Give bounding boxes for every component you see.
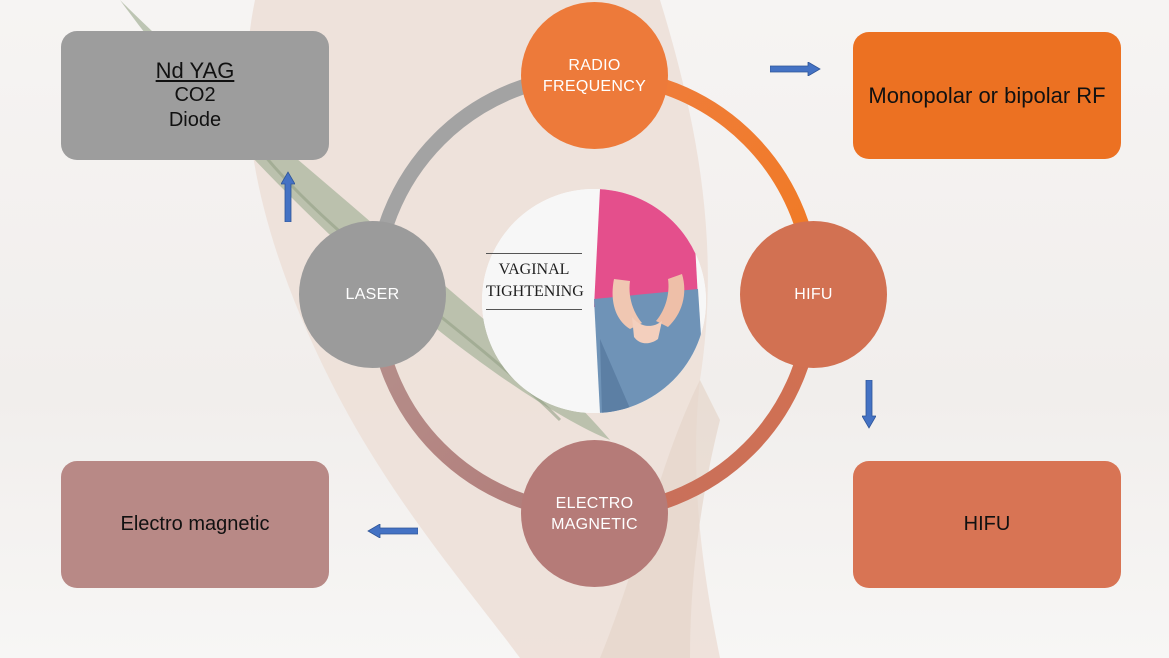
box-electro-magnetic: Electro magnetic	[61, 461, 329, 588]
node-laser: LASER	[299, 221, 446, 368]
arrow-down-icon	[862, 380, 876, 429]
node-radio-frequency-line1: RADIO	[568, 56, 621, 74]
node-hifu-label: HIFU	[794, 286, 833, 303]
node-hifu: HIFU	[740, 221, 887, 368]
box-electro-magnetic-label: Electro magnetic	[120, 513, 270, 535]
node-electro-magnetic-line2: MAGNETIC	[551, 515, 638, 533]
node-electro-magnetic: ELECTRO MAGNETIC	[521, 440, 668, 587]
arrow-left-icon	[367, 524, 418, 538]
arrow-up-icon	[281, 171, 295, 222]
box-laser-types: Nd YAG CO2 Diode	[61, 31, 329, 160]
node-laser-label: LASER	[345, 286, 400, 303]
center-title: VAGINAL TIGHTENING	[486, 253, 584, 310]
box-radio-frequency-label: Monopolar or bipolar RF	[868, 82, 1106, 108]
box-hifu: HIFU	[853, 461, 1121, 588]
box-radio-frequency: Monopolar or bipolar RF	[853, 32, 1121, 159]
box-hifu-label: HIFU	[963, 513, 1011, 535]
box-laser-line3: Diode	[168, 109, 222, 131]
center-title-line1: VAGINAL	[498, 261, 570, 278]
box-laser-line1: Nd YAG	[155, 58, 235, 83]
box-laser-line2: CO2	[174, 84, 216, 106]
node-radio-frequency-line2: FREQUENCY	[542, 77, 647, 95]
node-radio-frequency: RADIO FREQUENCY	[521, 2, 668, 149]
node-electro-magnetic-line1: ELECTRO	[555, 494, 634, 512]
center-title-line2: TIGHTENING	[486, 283, 584, 300]
arrow-right-icon	[770, 62, 821, 76]
